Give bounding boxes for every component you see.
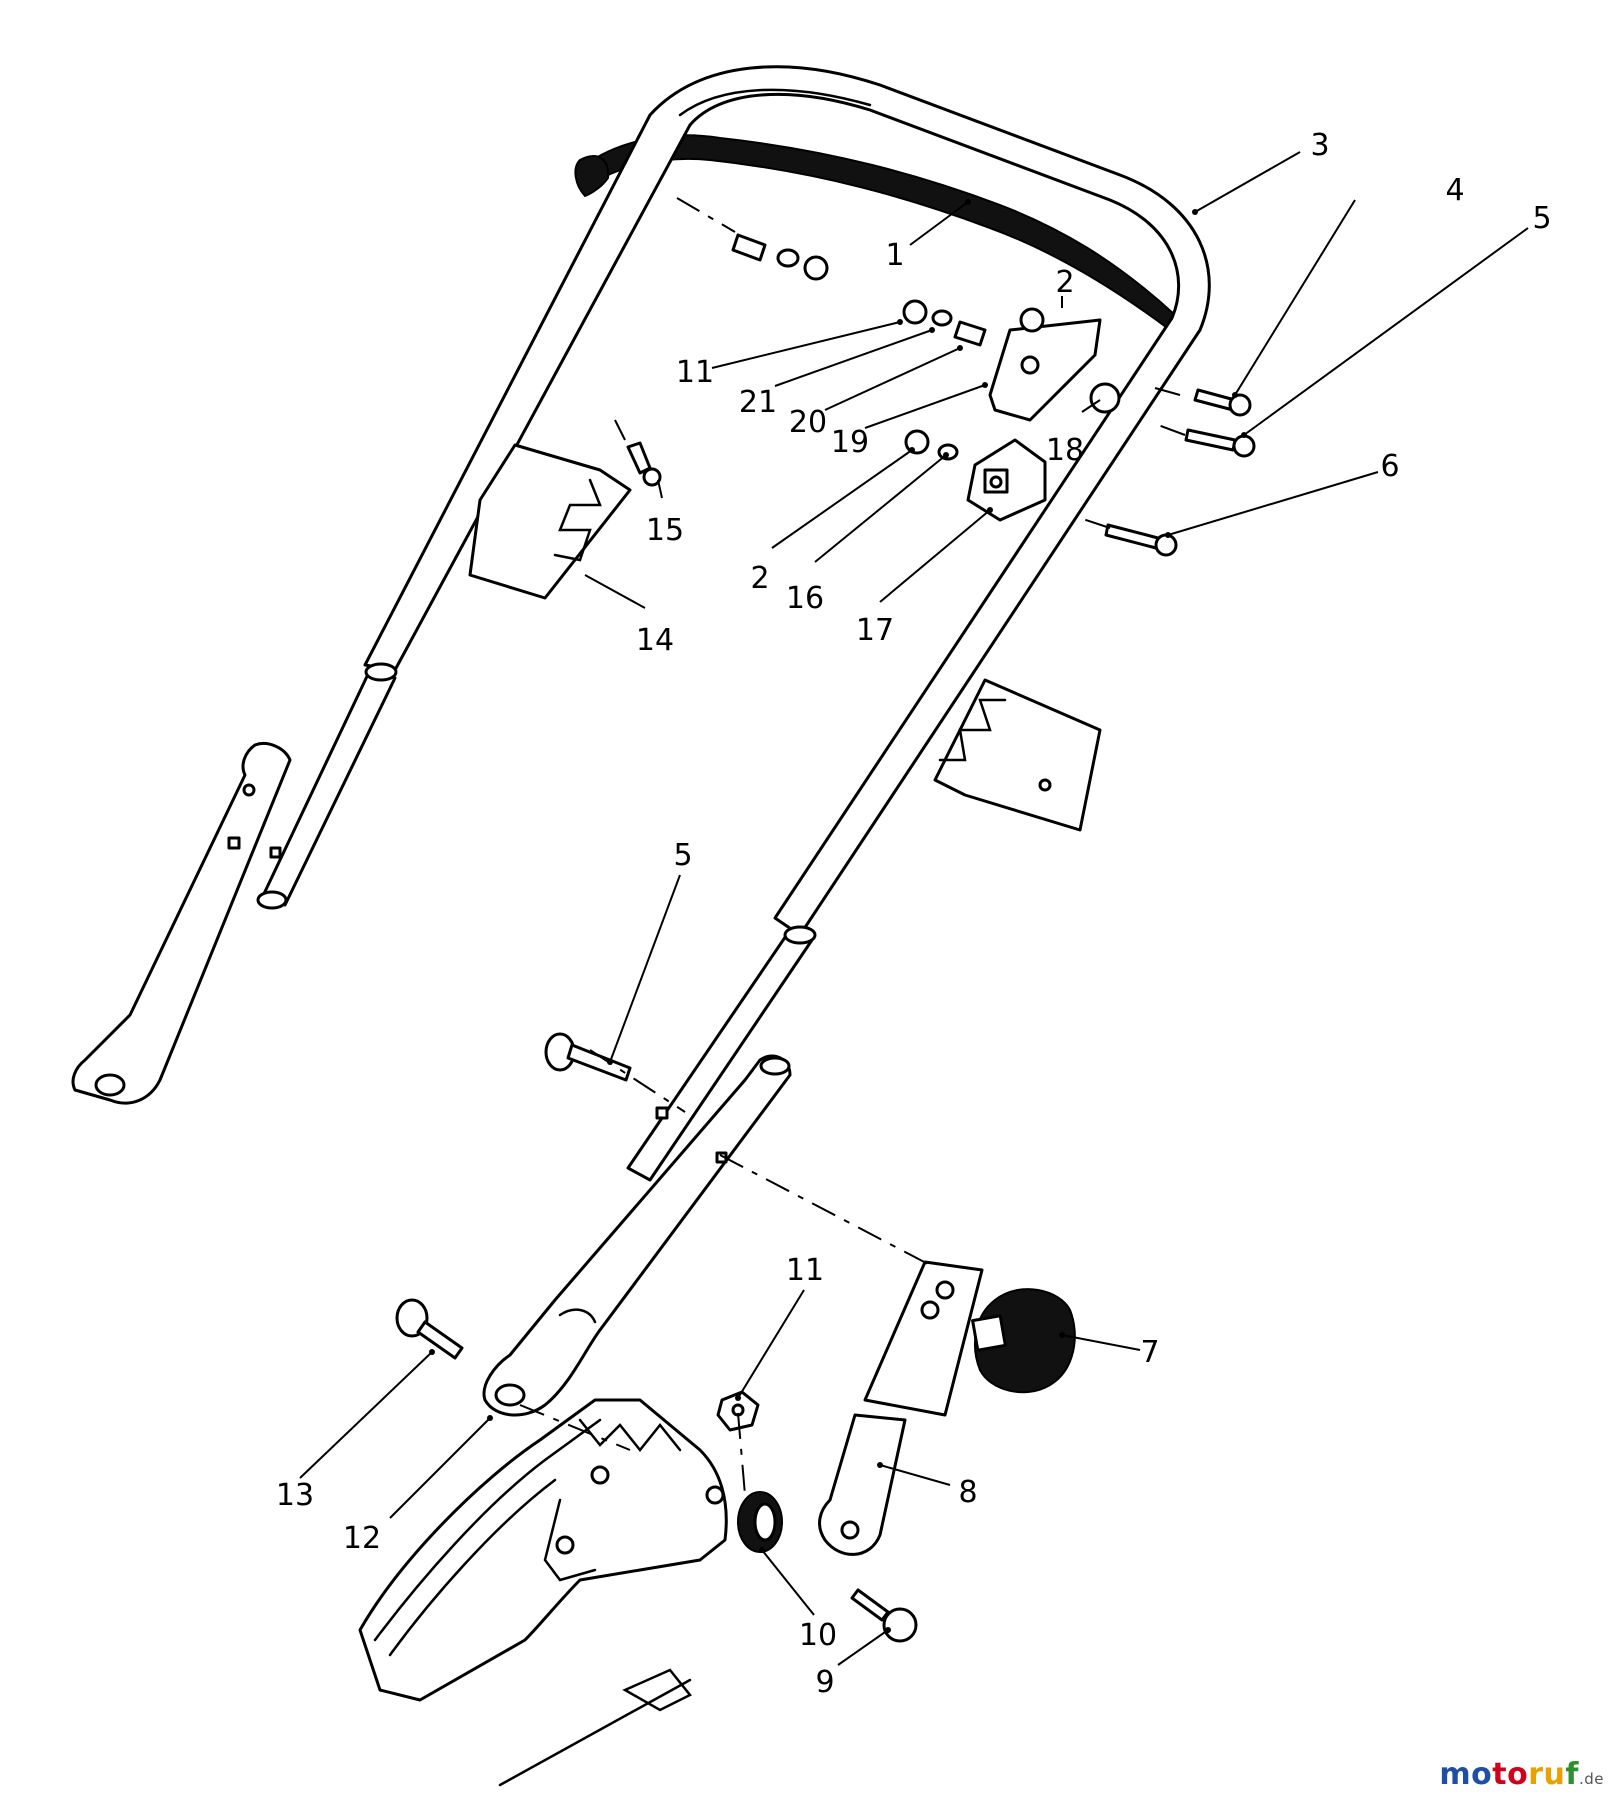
callout-8: 8 xyxy=(958,1475,977,1510)
callout-18: 18 xyxy=(1046,433,1084,468)
callout-13: 13 xyxy=(276,1478,314,1513)
callout-19: 19 xyxy=(831,425,869,460)
callout-2-lower: 2 xyxy=(750,561,769,596)
callout-11-upper: 11 xyxy=(676,355,714,390)
lower-handle-part-12 xyxy=(482,1054,792,1417)
bolt-part-9 xyxy=(850,1588,918,1643)
bolt-part-13 xyxy=(395,1298,464,1360)
watermark-logo: motoruf.de xyxy=(1439,1757,1604,1792)
callout-5-upper: 5 xyxy=(1532,201,1551,236)
left-handle-joint xyxy=(71,662,398,1105)
callout-6: 6 xyxy=(1380,449,1399,484)
leader-dots xyxy=(429,199,1247,1633)
callout-17: 17 xyxy=(856,613,894,648)
callout-20: 20 xyxy=(789,405,827,440)
watermark-part-a: mo xyxy=(1439,1757,1493,1792)
callout-11-lower: 11 xyxy=(786,1253,824,1288)
callout-15: 15 xyxy=(646,513,684,548)
callout-3: 3 xyxy=(1310,128,1329,163)
callout-9: 9 xyxy=(815,1665,834,1700)
callout-7: 7 xyxy=(1140,1335,1159,1370)
height-bracket-part-8 xyxy=(818,1260,984,1556)
screws-4-5-6 xyxy=(1104,388,1256,557)
cable-guide-right xyxy=(933,678,1102,832)
switch-part-17 xyxy=(966,438,1047,522)
small-fasteners xyxy=(626,233,1045,487)
callout-1: 1 xyxy=(885,238,904,273)
callout-21: 21 xyxy=(739,385,777,420)
watermark-part-d: f xyxy=(1565,1757,1579,1792)
watermark-part-c: ru xyxy=(1528,1757,1566,1792)
cable-guide-part-14 xyxy=(468,443,632,600)
callout-2-upper: 2 xyxy=(1055,265,1074,300)
watermark-part-b: to xyxy=(1492,1757,1529,1792)
callout-5-lower: 5 xyxy=(673,838,692,873)
knob-part-7 xyxy=(971,1288,1076,1394)
watermark-tld: .de xyxy=(1578,1770,1604,1788)
right-handle-joint xyxy=(626,925,817,1182)
assembly-lines xyxy=(519,197,1186,1496)
callout-16: 16 xyxy=(786,581,824,616)
control-bracket-part-19 xyxy=(988,318,1121,422)
callout-numbers: 1 2 3 4 5 6 11 21 20 19 18 2 16 17 15 14… xyxy=(276,128,1552,1700)
callout-10: 10 xyxy=(799,1618,837,1653)
leader-lines xyxy=(299,151,1529,1666)
callout-4: 4 xyxy=(1445,173,1464,208)
callout-12: 12 xyxy=(343,1521,381,1556)
callout-14: 14 xyxy=(636,623,674,658)
spacer-part-10 xyxy=(737,1491,783,1553)
mower-deck-outline xyxy=(358,1398,728,1787)
